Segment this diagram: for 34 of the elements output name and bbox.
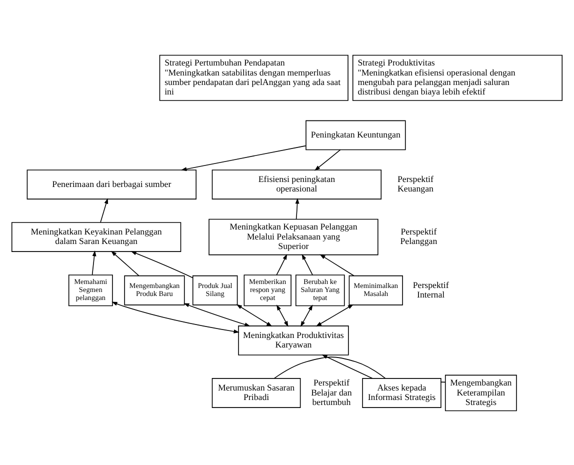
- node-box: Efisiensi peningkatan operasional: [212, 169, 382, 199]
- arrow: [100, 198, 108, 222]
- arrow: [180, 144, 306, 171]
- arrow: [110, 250, 140, 276]
- node-box: Merumuskan Sasaran Pribadi: [212, 378, 301, 408]
- arrow: [276, 304, 288, 326]
- node-box: Strategi Produktivitas "Meningkatkan efisiensi operasional dengan mengubah para pelanggan menjadi saluran distribusi dengan biaya lebih efektif: [352, 54, 563, 100]
- node-box: Mengembangkan Keterampilan Strategis: [444, 374, 517, 411]
- connector: [440, 381, 446, 382]
- node-box: Strategi Pertumbuhan Pendapatan "Meningkatkan satabilitas dengan memperluas sumber pendapatan dari pelAnggan yang ada saat ini: [159, 54, 348, 100]
- arrow: [316, 304, 354, 326]
- arrow: [130, 250, 194, 278]
- label: Perspektif Belajar dan bertumbuh: [311, 377, 352, 406]
- arrow: [276, 253, 288, 275]
- node-box: Akses kepada Informasi Strategis: [362, 378, 442, 408]
- arrow: [184, 302, 250, 326]
- node-box: Meningkatkan Kepuasan Pelanggan Melalui Pelaksanaan yang Superior: [208, 218, 378, 255]
- arrow: [112, 301, 240, 333]
- arrow: [302, 253, 314, 275]
- node-box: Peningkatan Keuntungan: [306, 120, 406, 150]
- label: Perspektif Keuangan: [397, 173, 434, 194]
- arrow: [322, 354, 373, 378]
- arrow: [236, 304, 272, 326]
- node-box: Penerimaan dari berbagai sumber: [26, 169, 196, 199]
- label: Perspektif Pelanggan: [400, 226, 438, 246]
- arrow: [320, 254, 354, 276]
- node-box: Meningkatkan Produktivitas Karyawan: [238, 325, 349, 355]
- arrow: [300, 304, 313, 326]
- node-box: Meningkatkan Keyakinan Pelanggan dalam Saran Keuangan: [11, 222, 182, 252]
- arrow: [314, 148, 341, 170]
- arrow: [295, 198, 300, 219]
- connector: [274, 356, 386, 378]
- arrow: [92, 250, 96, 275]
- label: Perspektif Internal: [412, 279, 449, 299]
